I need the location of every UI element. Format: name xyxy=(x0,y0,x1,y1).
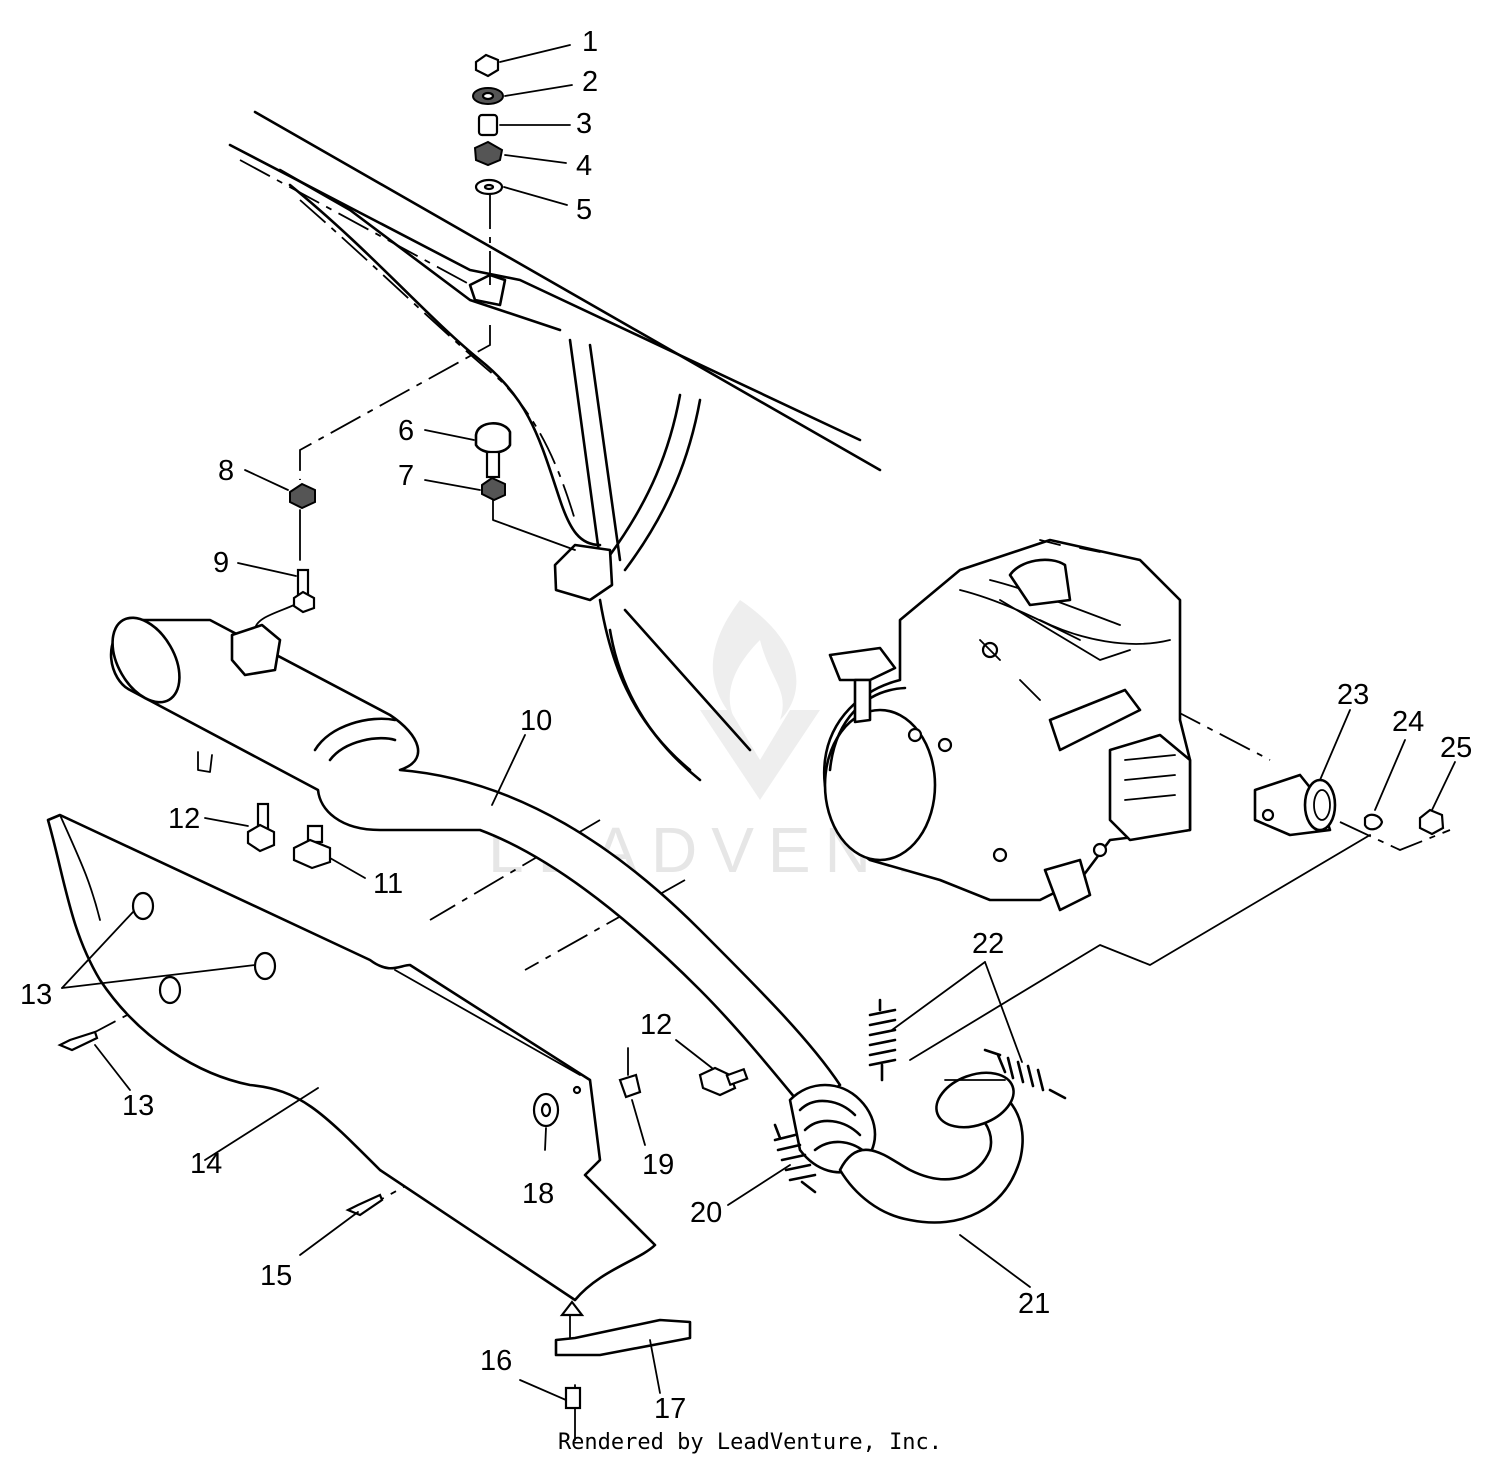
springs xyxy=(773,998,1067,1194)
callout-24: 24 xyxy=(1392,706,1424,738)
callout-8: 8 xyxy=(218,455,234,487)
callout-6: 6 xyxy=(398,415,414,447)
engine xyxy=(822,538,1192,912)
callout-20: 20 xyxy=(690,1197,722,1229)
footer-credit: Rendered by LeadVenture, Inc. xyxy=(557,1430,943,1455)
hardware xyxy=(57,53,1445,1410)
exhaust-header xyxy=(838,1071,1024,1224)
callout-leaders xyxy=(61,44,1456,1401)
callout-10: 10 xyxy=(520,705,552,737)
frame-rails xyxy=(228,110,882,782)
callout-4: 4 xyxy=(576,150,592,182)
callout-12-left: 12 xyxy=(168,803,200,835)
callout-labels: 1 2 3 4 5 6 7 8 9 10 11 12 12 13 13 14 1… xyxy=(20,26,1472,1425)
callout-22: 22 xyxy=(972,928,1004,960)
callout-19: 19 xyxy=(642,1149,674,1181)
flange xyxy=(1253,773,1337,837)
callout-15: 15 xyxy=(260,1260,292,1292)
callout-3: 3 xyxy=(576,108,592,140)
callout-2: 2 xyxy=(582,66,598,98)
callout-23: 23 xyxy=(1337,679,1369,711)
callout-18: 18 xyxy=(522,1178,554,1210)
heat-shield xyxy=(46,813,657,1302)
callout-13-upper: 13 xyxy=(20,979,52,1011)
callout-1: 1 xyxy=(582,26,598,58)
callout-11: 11 xyxy=(373,868,403,900)
callout-9: 9 xyxy=(213,547,229,579)
callout-12-right: 12 xyxy=(640,1009,672,1041)
callout-5: 5 xyxy=(576,194,592,226)
callout-14: 14 xyxy=(190,1148,222,1180)
muffler-pipe xyxy=(109,616,877,1174)
callout-17: 17 xyxy=(654,1393,686,1425)
callout-16: 16 xyxy=(480,1345,512,1377)
callout-21: 21 xyxy=(1018,1288,1050,1320)
callout-7: 7 xyxy=(398,460,414,492)
callout-13-lower: 13 xyxy=(122,1090,154,1122)
callout-25: 25 xyxy=(1440,732,1472,764)
